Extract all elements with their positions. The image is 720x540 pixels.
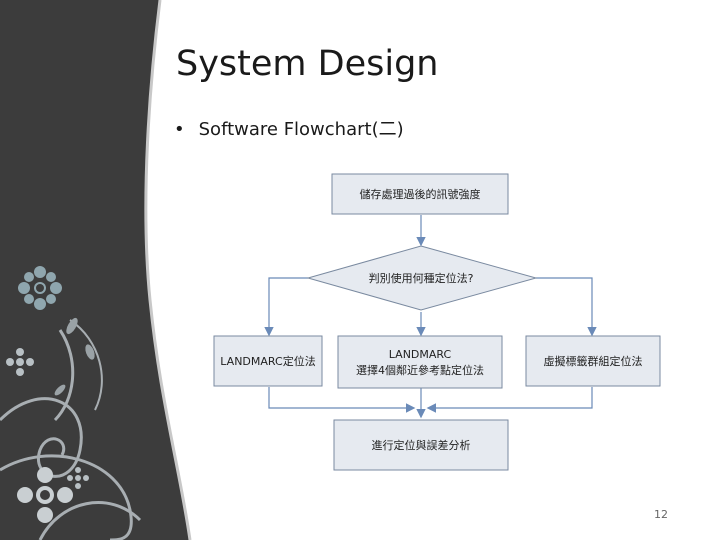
node-store-label: 儲存處理過後的訊號強度 (360, 187, 481, 201)
node-analyze: 進行定位與誤差分析 (333, 419, 509, 471)
sidebar-decoration (0, 0, 192, 540)
node-nearest: LANDMARC 選擇4個鄰近參考點定位法 (337, 335, 503, 389)
node-nearest-label-line2: 選擇4個鄰近參考點定位法 (356, 363, 484, 377)
flow-connectors (264, 215, 597, 419)
node-landmarc-label: LANDMARC定位法 (220, 354, 315, 368)
bullet-text: Software Flowchart(二) (198, 119, 404, 140)
connector-landmarc-to-analyze (268, 387, 416, 413)
connector-decide-to-landmarc (264, 277, 308, 337)
sidebar-edge (144, 0, 192, 540)
node-store: 儲存處理過後的訊號強度 (331, 173, 509, 215)
bullet-item: • Software Flowchart(二) (174, 115, 404, 141)
floral-swirl (0, 319, 142, 540)
sidebar-panel (0, 0, 190, 540)
node-nearest-label-line1: LANDMARC (389, 348, 452, 361)
flower-small-icon (6, 348, 34, 376)
node-decide: 判別使用何種定位法? (306, 245, 538, 311)
node-virtual-label: 虛擬標籤群組定位法 (544, 354, 643, 368)
flower-tiny-icon (67, 467, 89, 489)
bullet-dot: • (174, 119, 185, 140)
connector-decide-to-virtual (536, 277, 597, 337)
connector-virtual-to-analyze (426, 387, 593, 413)
flower-icon (18, 266, 62, 310)
flowchart: 儲存處理過後的訊號強度 判別使用何種定位法? LANDMARC定位法 LANDM… (213, 173, 661, 471)
node-analyze-label: 進行定位與誤差分析 (372, 438, 471, 452)
flower-large-icon (17, 467, 73, 523)
node-landmarc: LANDMARC定位法 (213, 335, 323, 387)
slide-title: System Design (176, 44, 439, 84)
node-virtual: 虛擬標籤群組定位法 (525, 335, 661, 387)
page-number: 12 (654, 508, 668, 521)
leaf-shapes (54, 317, 95, 396)
node-decide-label: 判別使用何種定位法? (369, 271, 474, 285)
